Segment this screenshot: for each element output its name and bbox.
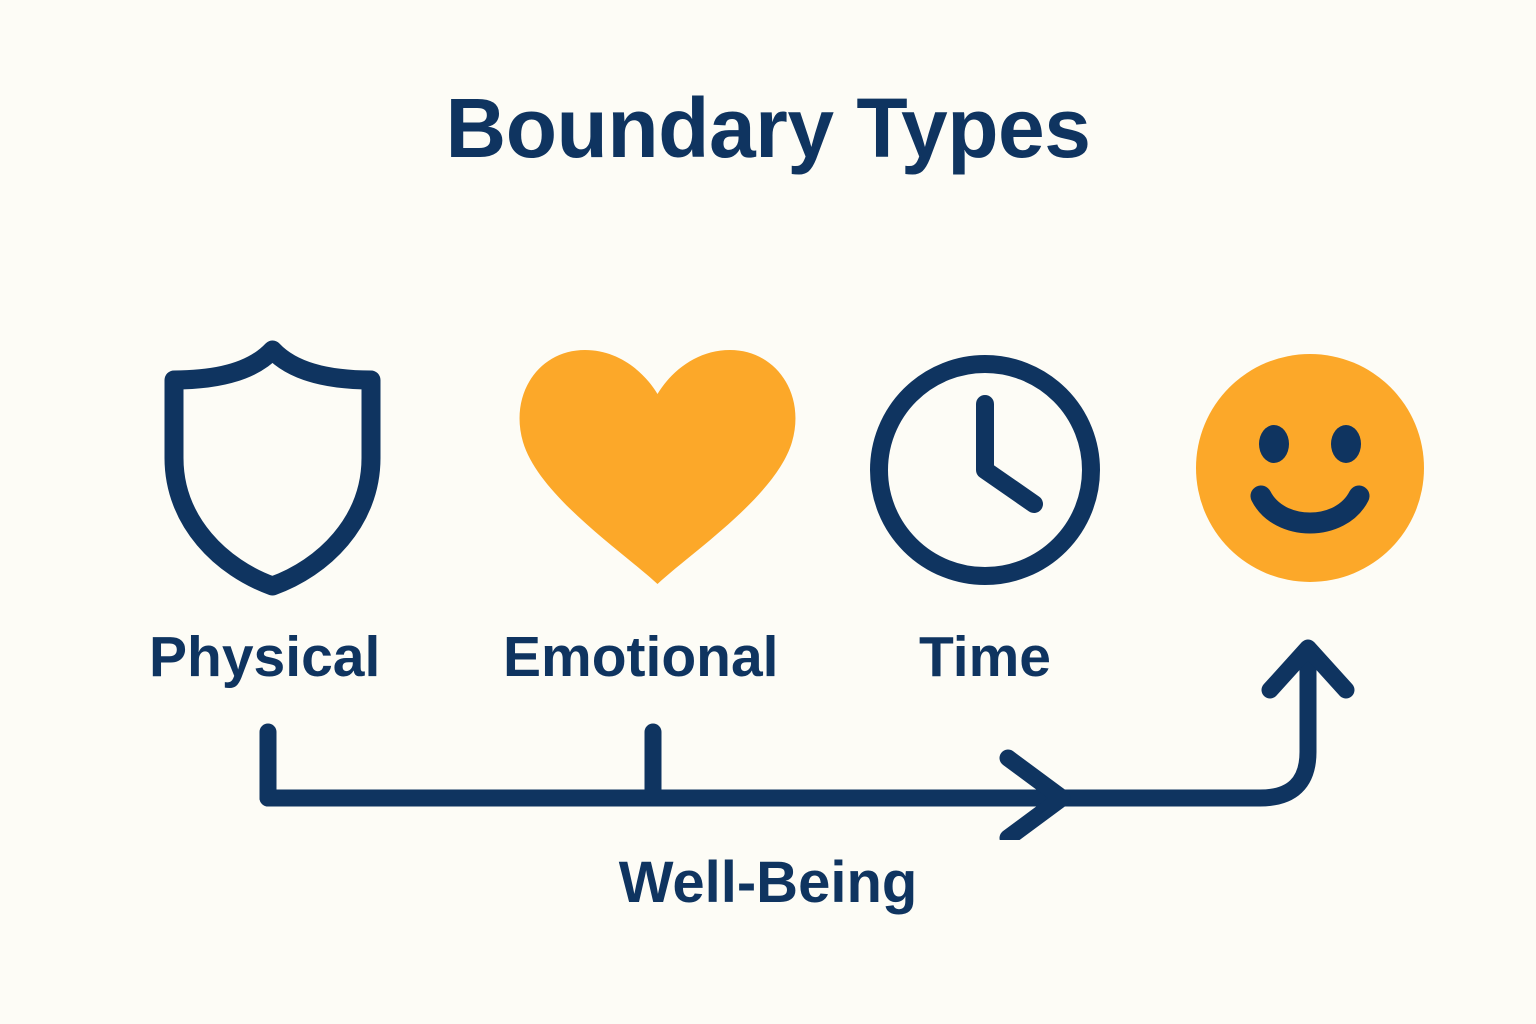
clock-icon [870,336,1110,600]
heart-icon [505,336,810,600]
category-label-time: Time [919,625,1052,689]
icon-row [0,336,1536,600]
smiley-face-icon [1195,336,1430,600]
shield-icon [150,336,395,600]
category-label-physical: Physical [149,625,381,689]
axis-arrow [240,620,1400,847]
category-label-emotional: Emotional [503,625,779,689]
page-title: Boundary Types [445,81,1091,175]
axis-caption-well-being: Well-Being [618,850,918,915]
